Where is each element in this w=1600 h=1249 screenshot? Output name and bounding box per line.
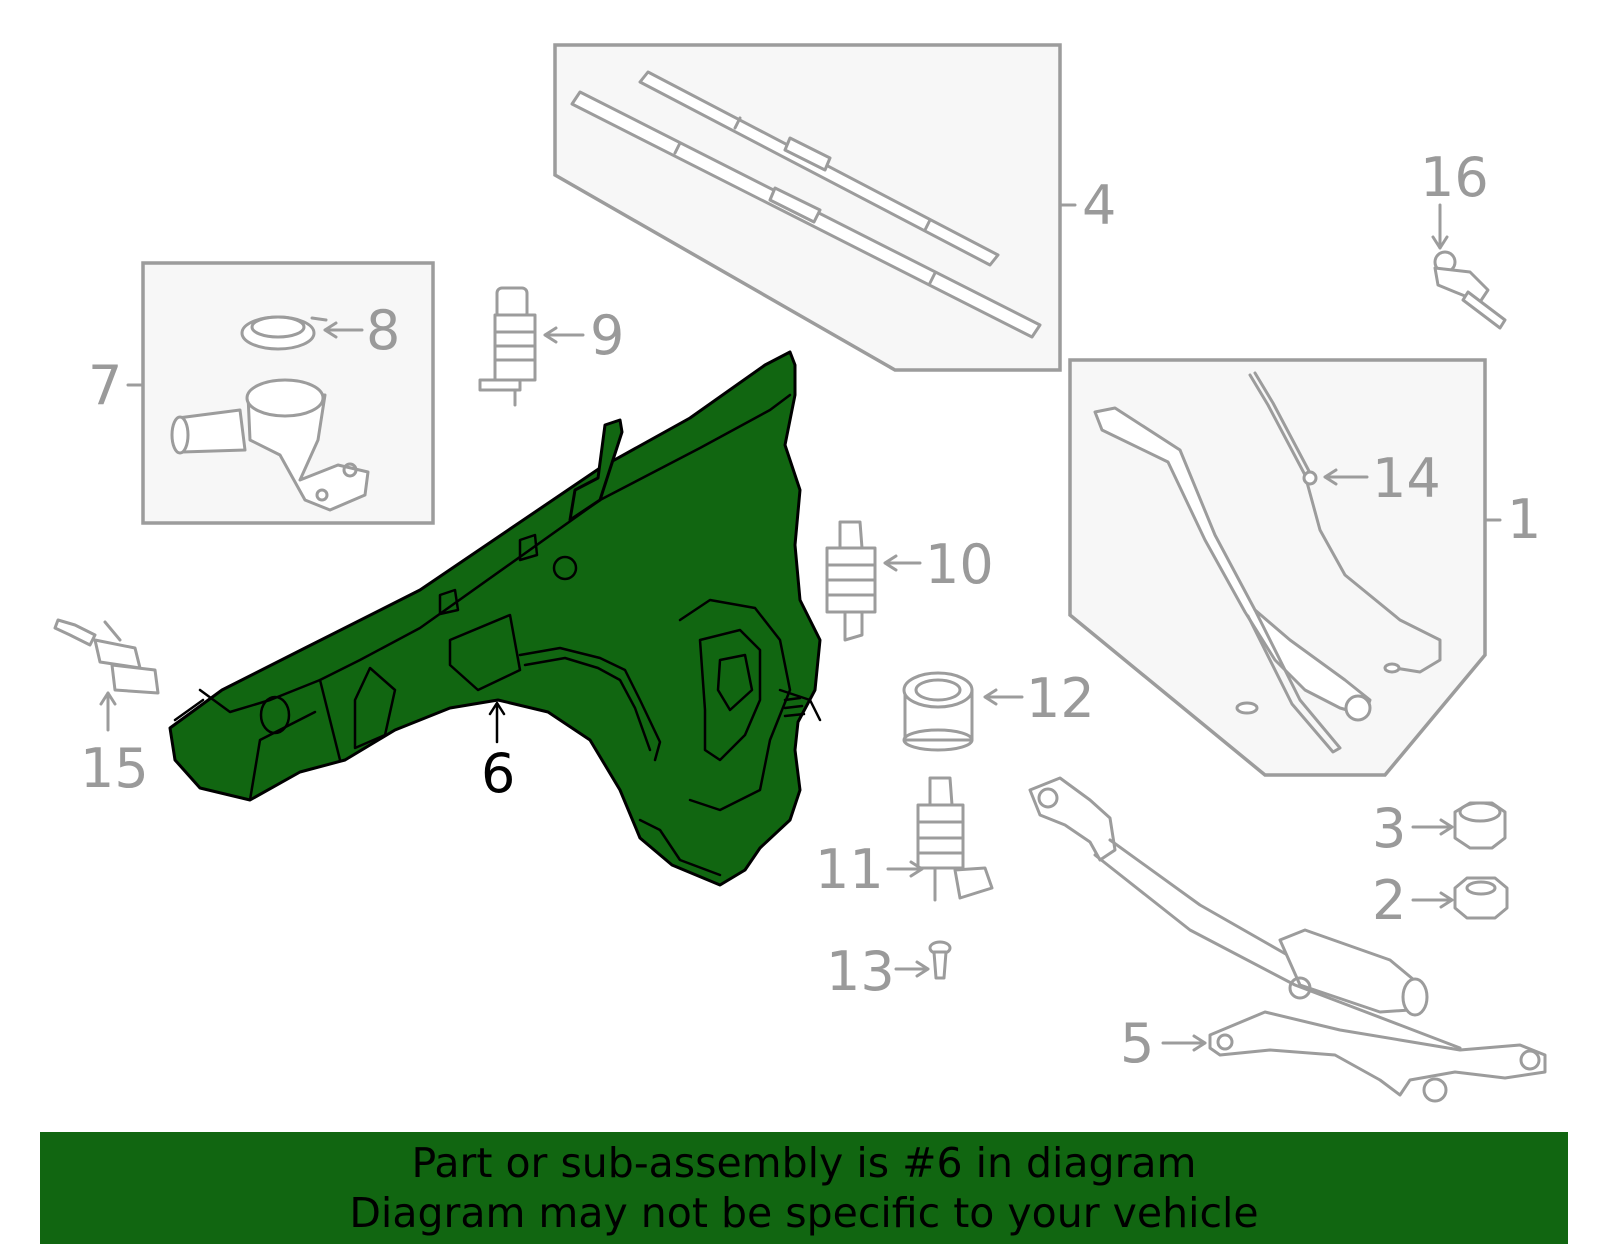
nut-3: [1453, 801, 1507, 850]
callout-4: 4: [1082, 174, 1116, 237]
callout-3: 3: [1372, 797, 1406, 860]
level-sensor-15: [53, 618, 160, 695]
callout-10: 10: [925, 533, 994, 596]
callout-11: 11: [815, 838, 884, 901]
callout-14: 14: [1372, 447, 1441, 510]
callout-12: 12: [1026, 667, 1095, 730]
callout-13: 13: [826, 940, 895, 1003]
filler-neck: [170, 378, 370, 512]
wiper-blade-upper: [638, 70, 1000, 267]
callout-15: 15: [80, 737, 149, 800]
callout-9: 9: [590, 304, 624, 367]
callout-8: 8: [366, 299, 400, 362]
info-banner: Part or sub-assembly is #6 in diagram Di…: [40, 1132, 1568, 1244]
clip-16: [1433, 250, 1507, 330]
banner-line-part: Part or sub-assembly is #6 in diagram: [411, 1139, 1197, 1187]
callout-6: 6: [481, 742, 515, 805]
screw-13: [928, 940, 952, 980]
banner-line-disclaimer: Diagram may not be specific to your vehi…: [349, 1189, 1259, 1237]
callout-labels: 1 2 3 4 5 6 7 8 9 10 11 12 13 14 15 16: [80, 146, 1541, 1075]
callout-5: 5: [1120, 1012, 1154, 1075]
wiper-arm: [1093, 406, 1372, 754]
callout-2: 2: [1372, 869, 1406, 932]
nut-2: [1453, 876, 1509, 920]
filler-cap: [240, 315, 328, 351]
wiper-linkage-5: [1028, 776, 1547, 1103]
washer-pump-9: [478, 286, 537, 407]
callout-7: 7: [88, 354, 122, 417]
callout-1: 1: [1507, 488, 1541, 551]
washer-pump-10: [825, 520, 877, 642]
washer-pump-11: [916, 776, 994, 902]
washer-reservoir-6[interactable]: [168, 350, 822, 887]
washer-hose-14: [1248, 371, 1442, 674]
wiper-blade-lower: [570, 90, 1042, 339]
grommet-12: [902, 671, 974, 752]
callout-16: 16: [1420, 146, 1489, 209]
leader-lines: [99, 203, 1454, 1052]
